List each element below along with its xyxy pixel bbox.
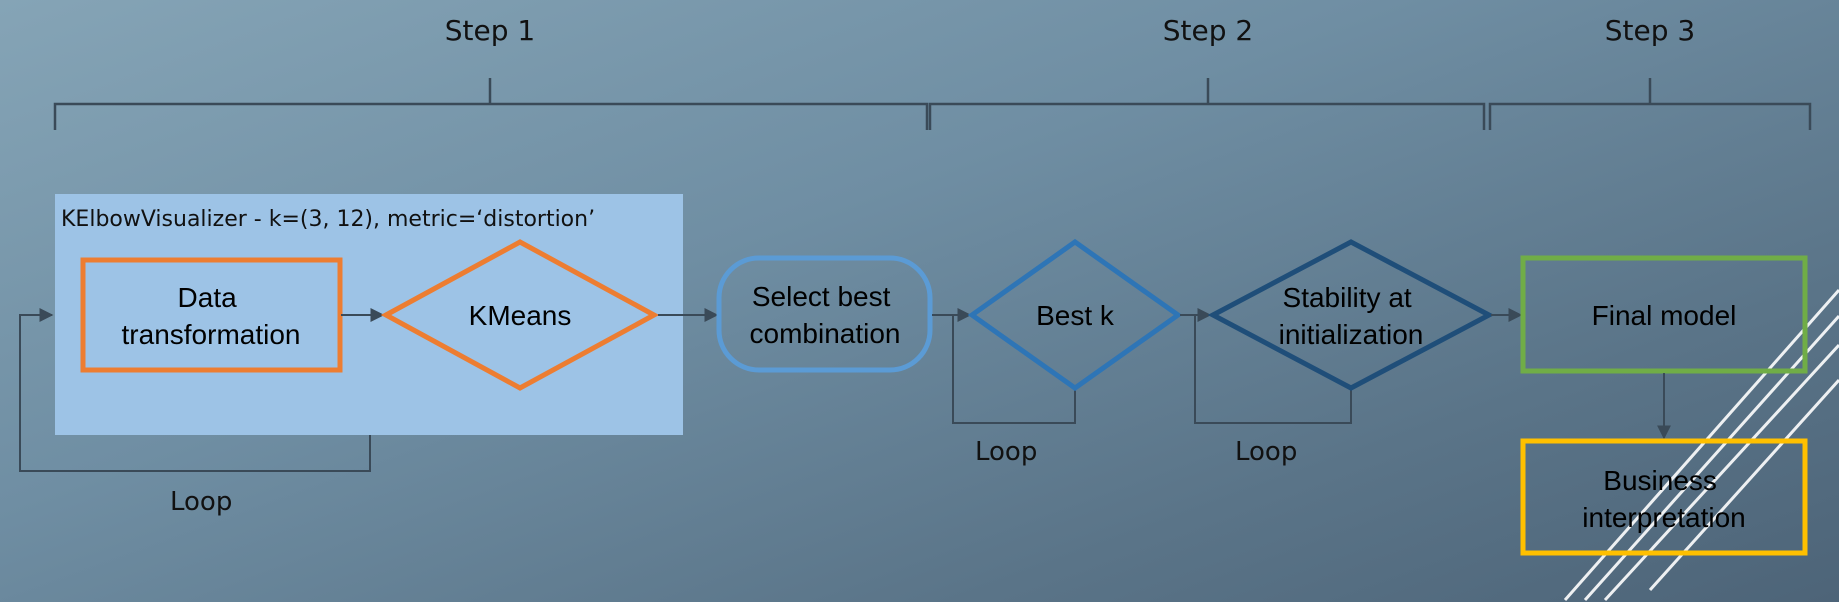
final-model-node — [1520, 255, 1808, 374]
loop-2-label: Loop — [975, 437, 1037, 467]
kmeans-node — [380, 239, 660, 391]
loop-2-connector — [952, 315, 1076, 424]
data-transformation-line-1: Data — [178, 282, 238, 313]
loop-1-label: Loop — [170, 487, 232, 517]
loop-3-label: Loop — [1235, 437, 1297, 467]
step-1-bracket — [53, 78, 929, 130]
final-model-label: Final model — [1592, 300, 1737, 331]
step-1-label: Step 1 — [445, 14, 535, 47]
stability-node — [1207, 239, 1495, 391]
best-k-node — [967, 238, 1183, 392]
stability-label: Stability at initialization — [1279, 282, 1424, 350]
select-best-label: Select best combination — [750, 281, 901, 349]
panel-title: KElbowVisualizer - k=(3, 12), metric=‘di… — [61, 207, 595, 232]
kmeans-label: KMeans — [469, 300, 572, 331]
select-best-line-2: combination — [750, 318, 901, 349]
stability-line-1: Stability at — [1283, 282, 1412, 313]
business-line-2: interpretation — [1582, 502, 1745, 533]
stability-line-2: initialization — [1279, 319, 1424, 350]
step-3-label: Step 3 — [1605, 14, 1695, 47]
business-interpretation-label: Business interpretation — [1582, 465, 1745, 533]
data-transformation-line-2: transformation — [122, 319, 301, 350]
select-best-node — [716, 255, 933, 373]
select-best-line-1: Select best — [752, 281, 891, 312]
business-line-1: Business — [1603, 465, 1717, 496]
step-3-bracket — [1488, 78, 1812, 130]
loop-1-connector — [19, 308, 371, 472]
step-2-label: Step 2 — [1163, 14, 1253, 47]
best-k-label: Best k — [1036, 300, 1115, 331]
business-interpretation-node — [1520, 438, 1808, 556]
data-transformation-node — [80, 257, 343, 373]
loop-3-connector — [1194, 315, 1352, 424]
step-2-bracket — [928, 78, 1486, 130]
data-transformation-label: Data transformation — [122, 282, 301, 350]
